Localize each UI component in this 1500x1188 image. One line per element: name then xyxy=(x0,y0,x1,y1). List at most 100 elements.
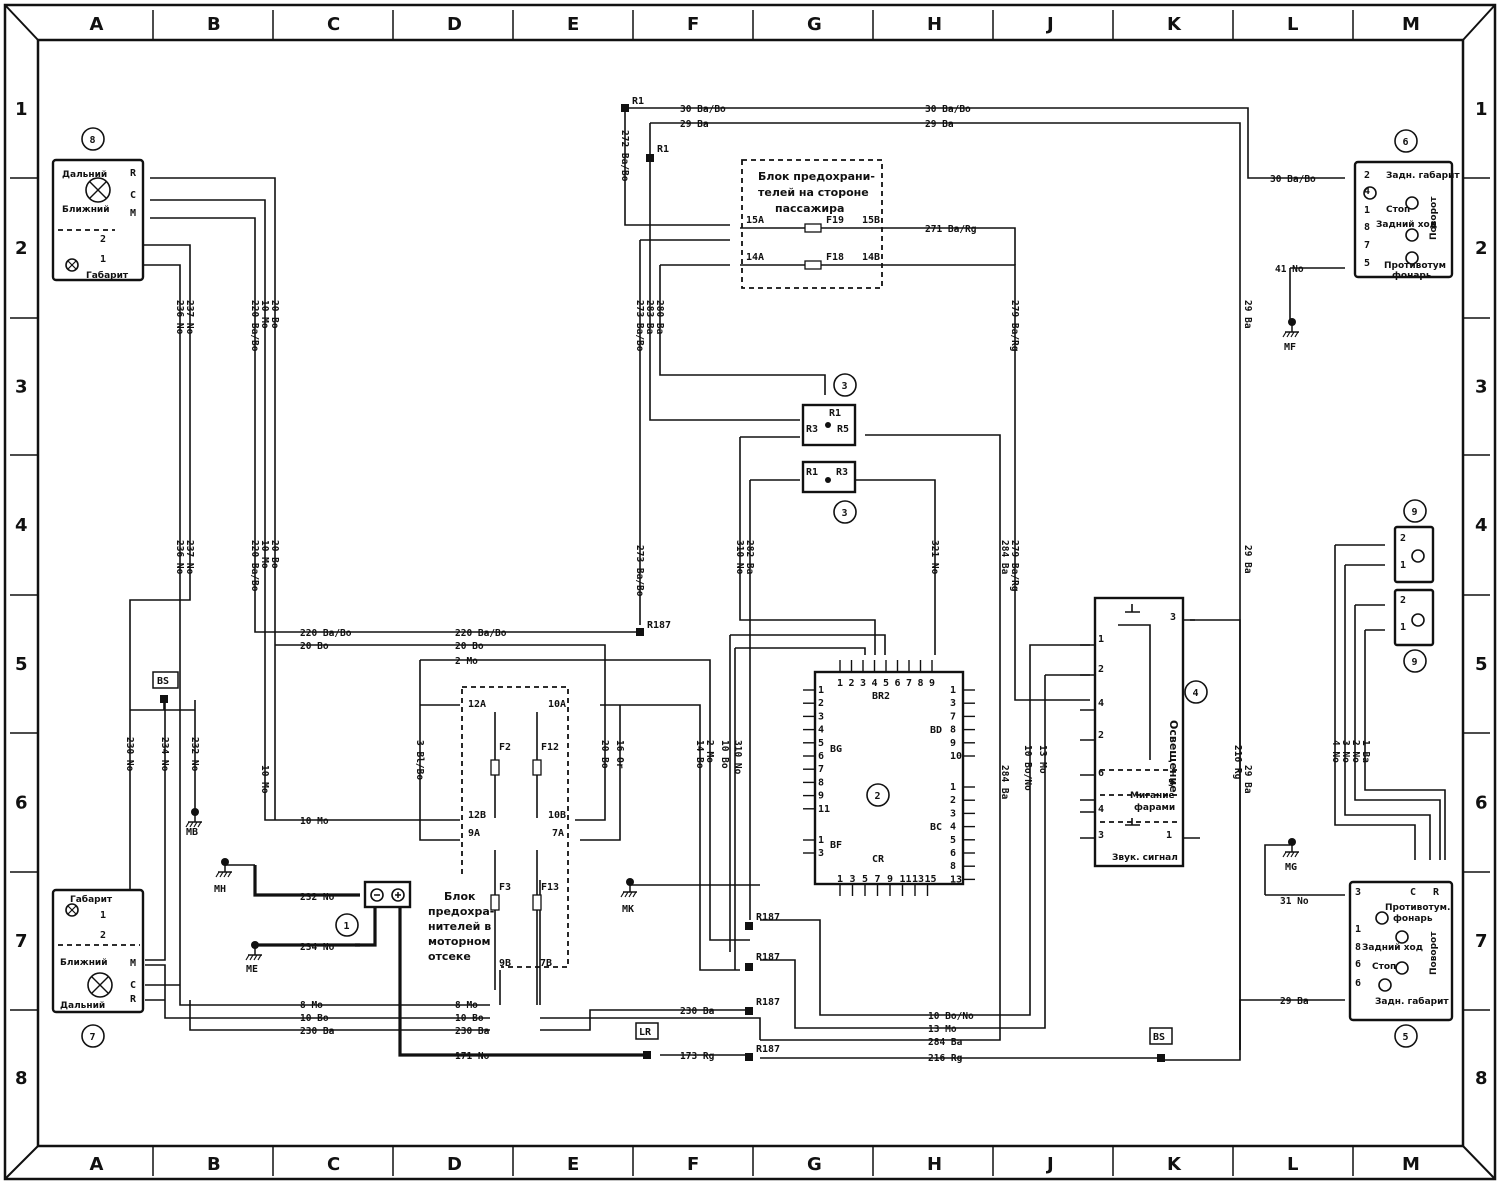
lighting-switch-4: Освещение Мигание фарами Звук. сигнал 3 … xyxy=(1080,596,1200,868)
pin: R xyxy=(130,994,137,1005)
ecu-pin: 2 xyxy=(950,795,956,806)
wires xyxy=(115,107,1446,1061)
pin: R xyxy=(130,168,137,179)
ecu-pin: 8 xyxy=(818,777,824,788)
fuse-box-title-2: телей на стороне xyxy=(758,186,869,199)
grid-col-label-bottom: A xyxy=(90,1154,104,1175)
grid-row-label-left: 2 xyxy=(15,238,28,259)
ecu-pin: 2 xyxy=(818,698,824,709)
pin: 1 xyxy=(1355,924,1361,935)
ecu-pin: 5 xyxy=(883,678,889,689)
pin: C xyxy=(130,190,136,201)
fuse-pin: 14B xyxy=(862,252,880,263)
ecu-pin: 10 xyxy=(950,751,962,762)
relay-pin: R3 xyxy=(836,467,848,478)
svg-text:1: 1 xyxy=(1400,622,1406,633)
rear-side-label: Задн. габарит xyxy=(1375,996,1449,1007)
wire-label: 20 Bo xyxy=(269,300,280,329)
wire-label: 8 Mo xyxy=(300,1000,323,1011)
pin: 7 xyxy=(1364,240,1370,251)
fuse-pin: 7B xyxy=(540,958,552,969)
wire-label: 310 No xyxy=(734,540,745,575)
pin: 2 xyxy=(100,234,106,245)
ecu-pin: 2 xyxy=(849,678,855,689)
ecu-pin: 5 xyxy=(862,874,868,885)
ecu-pin: 8 xyxy=(950,861,956,872)
fuse-label: F18 xyxy=(826,252,844,263)
wire-label: 230 Ba xyxy=(300,1026,335,1037)
wire-label: 10 Bo/No xyxy=(1022,745,1033,791)
grid-col-label-bottom: D xyxy=(447,1154,462,1175)
ecu-connector-label: BF xyxy=(830,840,842,851)
wire-label: 284 Ba xyxy=(999,765,1010,800)
svg-text:1: 1 xyxy=(1098,634,1104,645)
wire-label: 13 Mo xyxy=(928,1024,957,1035)
svg-text:2: 2 xyxy=(1098,664,1104,675)
grid-col-label-bottom: H xyxy=(927,1154,942,1175)
pin: 6 xyxy=(1355,978,1361,989)
component-number-circle xyxy=(1394,1024,1418,1048)
wire-label: 171 No xyxy=(455,1051,490,1062)
component-number: 4 xyxy=(1193,688,1199,699)
rear-side-label: Задн. габарит xyxy=(1386,170,1460,181)
high-beam-label: Дальний xyxy=(60,1001,105,1011)
svg-text:2: 2 xyxy=(1400,595,1406,606)
wire-label: 272 Ba/Bo xyxy=(619,130,630,182)
grid-col-label-top: B xyxy=(207,14,221,35)
relay-pin: R1 xyxy=(806,467,818,478)
ecu-pin: 3 xyxy=(850,874,856,885)
wire-label: 216 Rg xyxy=(928,1053,963,1064)
ecu-pin: 5 xyxy=(950,835,956,846)
wire-label: 30 Ba/Bo xyxy=(1270,174,1316,185)
grid-row-label-right: 3 xyxy=(1475,377,1488,398)
component-1 xyxy=(363,880,412,909)
fuse-box-title-3: пассажира xyxy=(775,202,844,215)
ecu-pin: 15 xyxy=(925,874,937,885)
grid-col-label-top: C xyxy=(327,14,340,35)
wire-label: 3 Bl/Bo xyxy=(414,740,425,780)
ecu-pin: 1 xyxy=(818,685,824,696)
engine-fuse-title-2: предохра- xyxy=(428,905,494,918)
connector-r187: R187 xyxy=(756,997,780,1008)
wire-label: 232 No xyxy=(189,737,200,772)
fuse-label: F2 xyxy=(499,742,511,753)
wire-label: 230 No xyxy=(124,737,135,772)
ecu-pin: 5 xyxy=(818,738,824,749)
wire-label: 220 Ba/Bo xyxy=(455,628,507,639)
grid-col-label-bottom: K xyxy=(1167,1154,1182,1175)
wire-label: 283 Ba xyxy=(644,300,655,335)
wire-label: 220 Ba/Bo xyxy=(249,300,260,352)
component-number: 9 xyxy=(1412,507,1418,518)
ecu-pin: 3 xyxy=(818,848,824,859)
wire-label: 10 Bo xyxy=(455,1013,484,1024)
grid-col-label-top: F xyxy=(687,14,699,35)
ecu-pin: 1 xyxy=(818,835,824,846)
wire-label: 29 Ba xyxy=(680,119,709,130)
ecu-pin: 4 xyxy=(818,725,824,736)
grid-col-label-bottom: E xyxy=(567,1154,579,1175)
grid-col-label-bottom: G xyxy=(807,1154,822,1175)
turn-label: Поворот xyxy=(1429,931,1439,975)
wire-label: 16 Or xyxy=(614,740,625,769)
rear-lamp-5: Противотум. фонарь Задний ход Стоп Задн.… xyxy=(1348,880,1454,1022)
grid-row-label-right: 4 xyxy=(1475,515,1488,536)
ecu-pin: 13 xyxy=(912,874,924,885)
grid-col-label-top: J xyxy=(1045,14,1054,35)
relay-3-upper: R1 R3 R5 xyxy=(801,403,857,447)
engine-fuse-title-5: отсеке xyxy=(428,950,471,963)
ecu-connector-label: CR xyxy=(872,854,885,865)
component-number-circle xyxy=(81,127,105,151)
ecu-pin: 1 xyxy=(950,685,956,696)
ground-label-mk: MK xyxy=(622,904,634,915)
relay-3-lower: R1 R3 xyxy=(801,460,857,494)
svg-text:3: 3 xyxy=(1170,612,1176,623)
fog-label: Противотум. xyxy=(1385,903,1450,913)
component-number-circle xyxy=(833,373,857,397)
connector-lr: LR xyxy=(639,1027,652,1038)
fuse-pin: 15A xyxy=(746,215,764,226)
ecu-pin: 9 xyxy=(950,738,956,749)
low-beam-label: Ближний xyxy=(62,205,110,215)
fuse-pin: 10B xyxy=(548,810,566,821)
